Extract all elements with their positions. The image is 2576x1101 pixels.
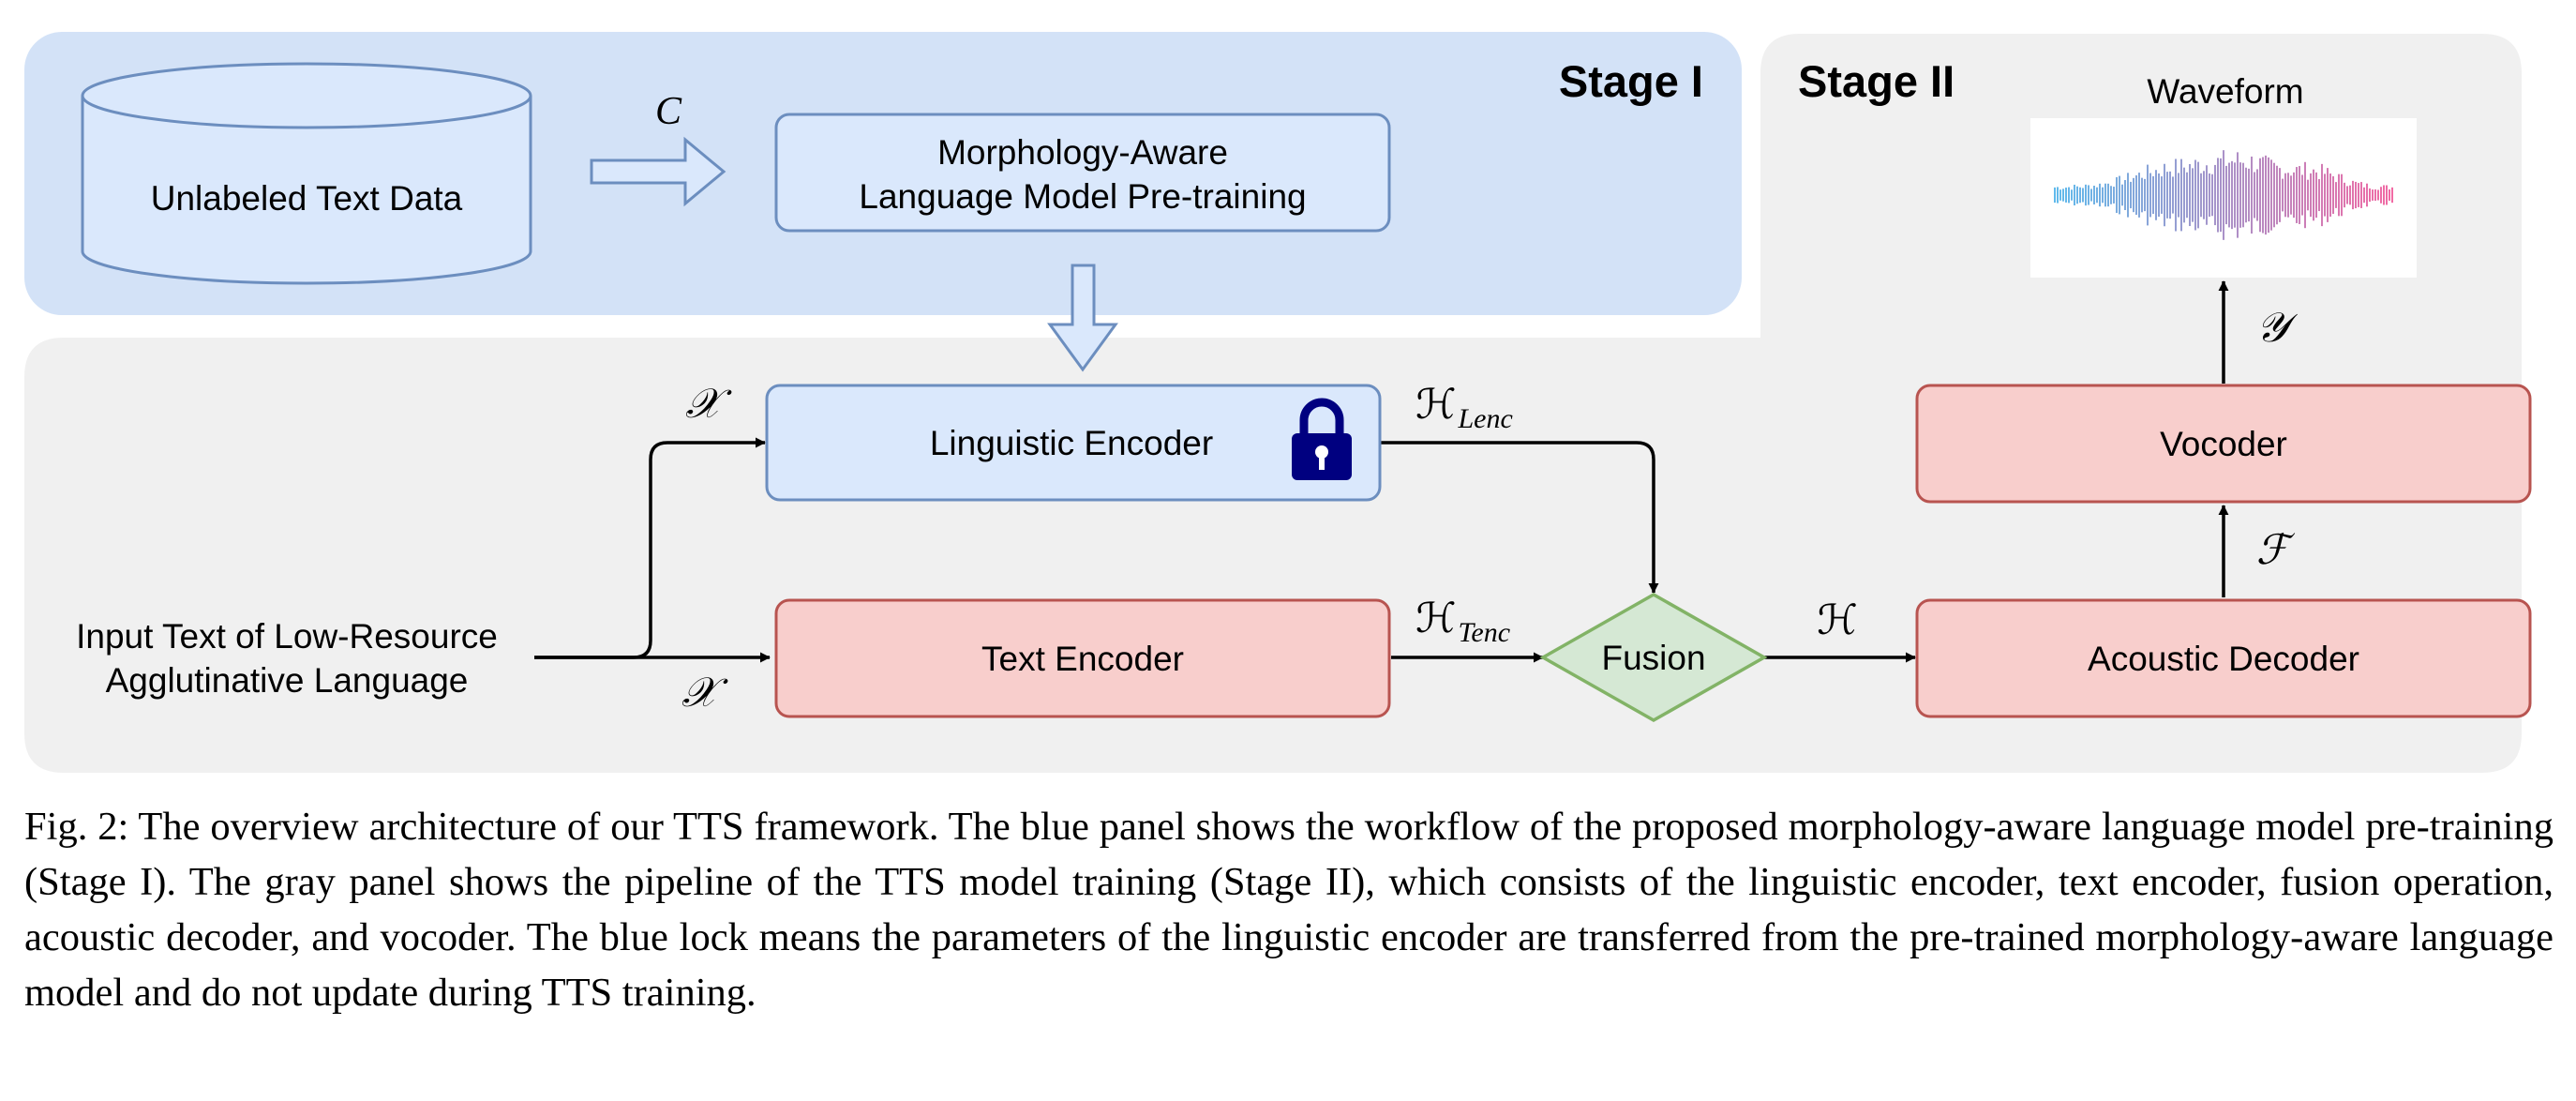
acoustic-decoder-box	[1915, 598, 2532, 718]
pretraining-box	[774, 113, 1391, 233]
linguistic-encoder-box	[765, 384, 1382, 502]
h-lenc-symbol: ℋLenc	[1415, 382, 1513, 434]
unlabeled-text-data-label: Unlabeled Text Data	[151, 179, 463, 218]
stage1-title: Stage I	[1559, 56, 1703, 106]
pretraining-label-line2: Language Model Pre-training	[859, 177, 1306, 216]
input-text-line2: Agglutinative Language	[106, 661, 469, 700]
h-symbol: ℋ	[1817, 597, 1857, 643]
pretraining-label-line1: Morphology-Aware	[937, 133, 1228, 172]
text-encoder-box	[774, 598, 1391, 718]
input-text-line1: Input Text of Low-Resource	[76, 617, 498, 656]
architecture-diagram: Stage I Stage II Unlabeled Text Data C M…	[24, 32, 2532, 773]
text-encoder-label: Text Encoder	[981, 640, 1184, 678]
stage2-title: Stage II	[1798, 56, 1954, 106]
waveform-label: Waveform	[2147, 72, 2303, 111]
vocoder-box	[1915, 384, 2532, 504]
fusion-diamond	[1539, 592, 1768, 723]
acoustic-decoder-label: Acoustic Decoder	[2088, 640, 2359, 678]
corpus-symbol: C	[655, 90, 682, 133]
corpus-arrow	[590, 136, 726, 207]
transfer-arrow	[1047, 264, 1118, 372]
linguistic-encoder-label: Linguistic Encoder	[930, 424, 1213, 462]
lock-icon	[1292, 398, 1352, 480]
connectors	[534, 280, 2229, 663]
database-icon	[81, 62, 532, 285]
figure-caption: Fig. 2: The overview architecture of our…	[24, 805, 2554, 1015]
vocoder-label: Vocoder	[2160, 425, 2287, 463]
waveform-icon	[2054, 150, 2393, 240]
h-tenc-symbol: ℋTenc	[1415, 596, 1510, 648]
fusion-label: Fusion	[1601, 639, 1705, 677]
